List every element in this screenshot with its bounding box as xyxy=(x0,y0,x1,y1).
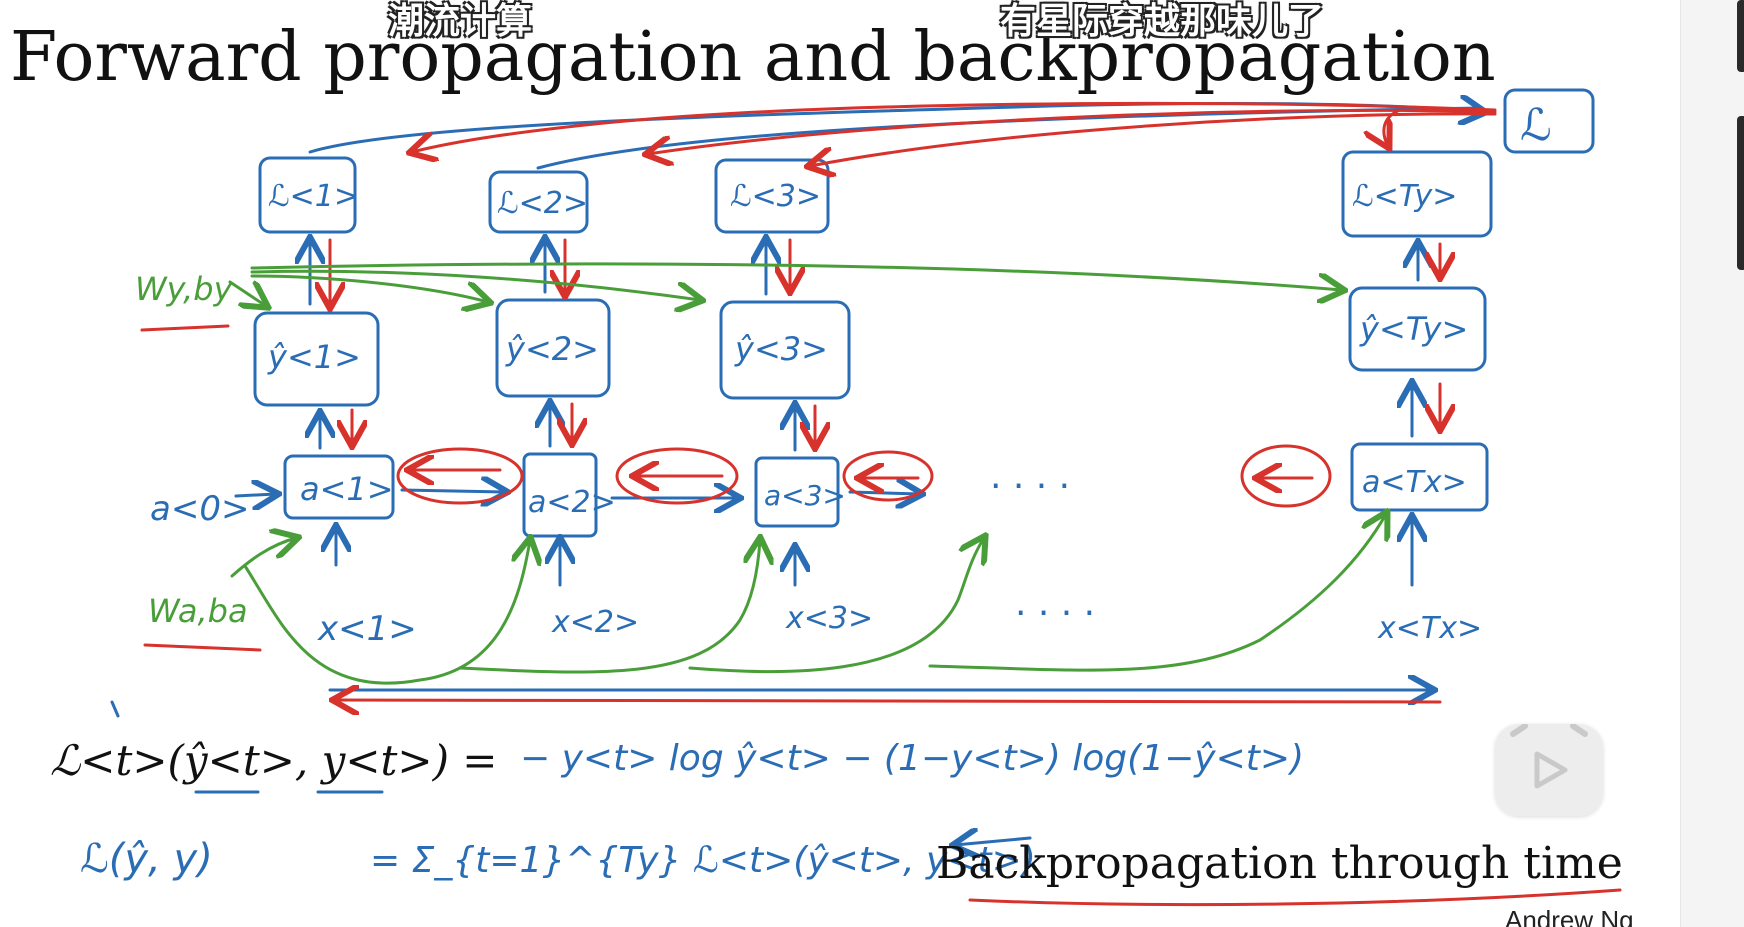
prediction-label-1: ŷ<1> xyxy=(267,338,361,376)
play-button[interactable] xyxy=(1495,723,1603,816)
prediction-node-2: ŷ<2> xyxy=(495,298,611,398)
loss-label-2: ℒ<2> xyxy=(497,186,588,221)
input-label-tx: x<Tx> xyxy=(1377,611,1482,646)
prediction-node-ty: ŷ<Ty> xyxy=(1348,286,1487,372)
loss-step-rhs: − y<t> log ŷ<t> − (1−y<t>) log(1−ŷ<t>) xyxy=(520,738,1304,779)
loss-total-lhs: ℒ(ŷ, y) xyxy=(80,836,213,882)
sidebar-thumbnail[interactable] xyxy=(1737,116,1744,270)
prediction-label-3: ŷ<3> xyxy=(734,330,828,368)
total-loss-label: ℒ xyxy=(1520,100,1552,151)
initial-activation-label: a<0> xyxy=(150,489,249,529)
danmaku-comment-1: 潮流计算 xyxy=(388,1,533,42)
danmaku-comment-2: 有星际穿越那味儿了 xyxy=(1000,1,1325,42)
activation-label-1: a<1> xyxy=(300,470,394,508)
activation-ellipsis: · · · · xyxy=(990,466,1070,507)
activation-label-3: a<3> xyxy=(764,479,846,512)
sidebar-thumbnail[interactable] xyxy=(1737,0,1744,72)
prediction-node-3: ŷ<3> xyxy=(719,300,851,400)
loss-label-1: ℒ<1> xyxy=(268,179,359,214)
bptt-caption: Backpropagation through time xyxy=(936,838,1623,889)
prediction-node-1: ŷ<1> xyxy=(253,311,380,407)
activation-label-tx: a<Tx> xyxy=(1362,465,1467,500)
play-icon xyxy=(1510,723,1588,789)
total-loss-node: ℒ xyxy=(1503,88,1595,154)
loss-total-rhs: = Σ_{t=1}^{Ty} ℒ<t>(ŷ<t>, y<t>) xyxy=(370,840,1036,881)
activation-label-2: a<2> xyxy=(528,485,616,520)
loss-label-ty: ℒ<Ty> xyxy=(1352,179,1457,214)
prediction-label-2: ŷ<2> xyxy=(505,330,599,368)
activation-node-tx: a<Tx> xyxy=(1350,442,1489,512)
output-params-label: Wy,by xyxy=(135,270,234,308)
input-label-2: x<2> xyxy=(551,605,639,640)
loss-node-3: ℒ<3> xyxy=(714,158,830,234)
prediction-label-ty: ŷ<Ty> xyxy=(1359,310,1468,348)
slide-title: Forward propagation and backpropagation xyxy=(10,18,1496,97)
input-ellipsis: · · · · xyxy=(1015,593,1095,634)
loss-step-lhs: ℒ<t>(ŷ<t>, y<t>) = xyxy=(50,736,498,785)
loss-label-3: ℒ<3> xyxy=(730,179,821,214)
activation-params-label: Wa,ba xyxy=(148,592,248,630)
author-credit: Andrew Ng xyxy=(1505,905,1634,927)
activation-node-3: a<3> xyxy=(754,456,846,528)
input-label-1: x<1> xyxy=(317,609,417,649)
rnn-diagram: ℒ ℒ<1> ℒ<2> ℒ<3> ℒ<Ty> ŷ<1> ŷ<2> xyxy=(50,88,1622,907)
loss-node-1: ℒ<1> xyxy=(258,156,359,234)
sidebar-strip xyxy=(1680,0,1744,927)
activation-node-1: a<1> xyxy=(283,454,395,520)
loss-node-2: ℒ<2> xyxy=(488,170,589,234)
input-label-3: x<3> xyxy=(785,601,873,636)
activation-node-2: a<2> xyxy=(522,452,616,538)
loss-node-ty: ℒ<Ty> xyxy=(1341,150,1493,238)
lecture-slide: Forward propagation and backpropagation … xyxy=(10,1,1634,927)
